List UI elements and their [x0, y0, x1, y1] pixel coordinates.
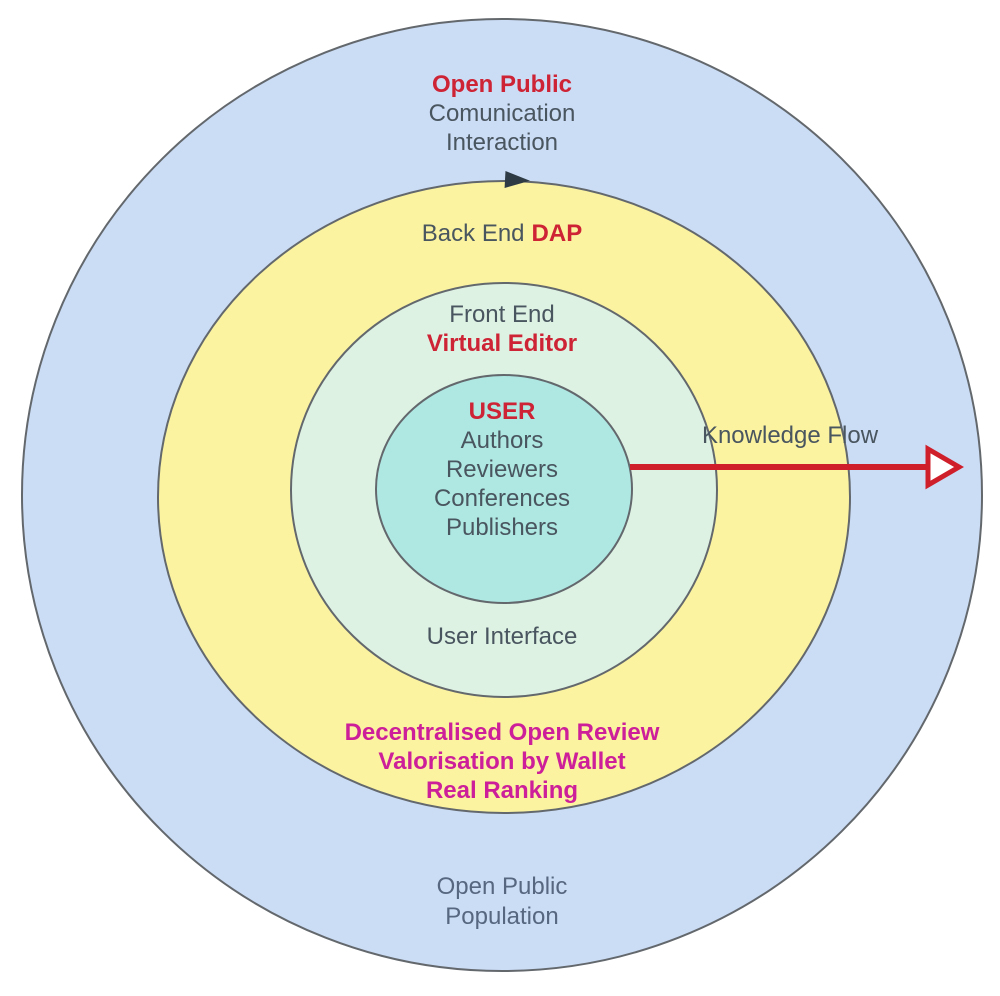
virtual-editor-label: Virtual Editor	[426, 330, 578, 357]
reviewers-label: Reviewers	[445, 456, 559, 483]
user-core-labels: USER Authors Reviewers Conferences Publi…	[434, 397, 570, 542]
flow-direction-marker-icon	[504, 171, 530, 188]
front-end-heading: Front End Virtual Editor	[427, 300, 577, 358]
population-label: Population	[445, 903, 559, 930]
valorisation-by-wallet-label: Valorisation by Wallet	[378, 748, 626, 775]
core-user-circle	[375, 374, 633, 604]
back-end-heading: Back End DAP	[422, 219, 582, 248]
outer-ring-bottom-labels: Open Public Population	[437, 872, 568, 932]
back-end-label: Back End	[421, 220, 525, 247]
decentralised-open-review-label: Decentralised Open Review	[344, 719, 660, 746]
conferences-label: Conferences	[433, 485, 571, 512]
comunication-label: Comunication	[428, 100, 576, 127]
outer-ring-top-labels: Open Public Comunication Interaction	[429, 70, 576, 157]
real-ranking-label: Real Ranking	[425, 777, 579, 804]
knowledge-flow-arrowhead-icon	[925, 444, 964, 490]
authors-label: Authors	[460, 427, 544, 454]
back-end-footer-labels: Decentralised Open Review Valorisation b…	[345, 718, 660, 805]
front-end-label: Front End	[449, 301, 555, 328]
open-public-heading: Open Public	[431, 71, 572, 98]
open-public-bottom-label: Open Public	[436, 873, 568, 900]
publishers-label: Publishers	[445, 514, 559, 541]
dap-label: DAP	[531, 220, 583, 247]
user-interface-label: User Interface	[426, 623, 578, 650]
interaction-label: Interaction	[445, 129, 559, 156]
knowledge-flow-label: Knowledge Flow	[701, 422, 879, 449]
user-heading: USER	[468, 398, 536, 425]
